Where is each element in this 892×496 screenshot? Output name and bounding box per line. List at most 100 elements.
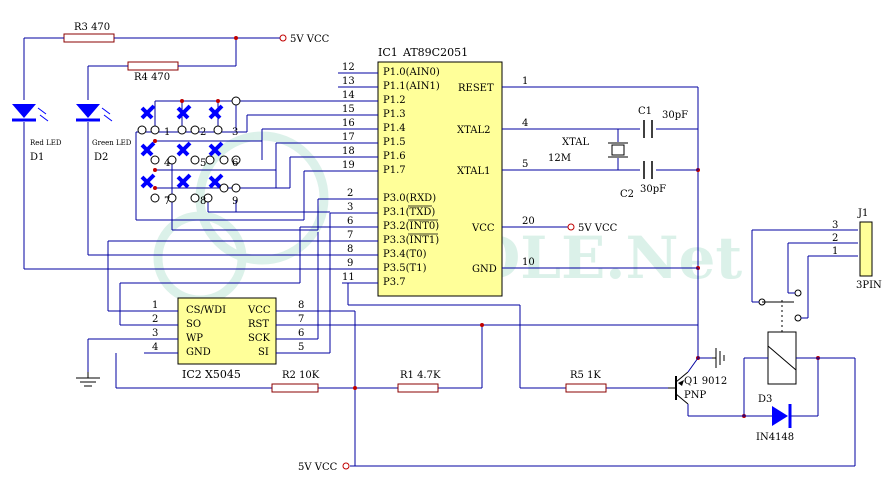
ic1-pin-number: 6 (347, 216, 353, 227)
ic2-wiring (87, 170, 699, 467)
vcc-terminal-ic1 (567, 223, 575, 231)
r1-resistor (397, 383, 439, 393)
r5-label: R5 1K (570, 370, 601, 381)
ic1-pin-number: 7 (347, 230, 353, 241)
j1-part: 3PIN (856, 280, 882, 291)
oscillator: C1 30pF C2 30pF XTAL 12M (540, 86, 699, 200)
ic1-part: AT89C2051 (402, 46, 468, 59)
r4-resistor (127, 61, 179, 71)
key-label: 6 (232, 158, 238, 169)
ic1-pin-number: 3 (347, 202, 353, 213)
ic2-pin-name: GND (186, 347, 211, 358)
c1-value: 30pF (662, 110, 688, 121)
ic1-pin-name: P1.3 (383, 109, 406, 120)
r2-label: R2 10K (282, 370, 320, 381)
ic2-pin-name: RST (248, 319, 269, 330)
ic1-pin-name: P3.0(RXD) (383, 193, 436, 204)
ic1-pin-name: P1.7 (383, 165, 406, 176)
r5-resistor (565, 383, 607, 393)
key-7[interactable]: 7 (140, 173, 177, 207)
ic1-pin-name: P3.4(T0) (383, 249, 427, 260)
d3-part: IN4148 (756, 432, 794, 443)
key-6[interactable]: 6 (208, 141, 241, 169)
key-2[interactable]: 2 (176, 104, 206, 138)
j1-pin-number: 1 (832, 246, 838, 257)
keypad: 1 2 3 4 5 6 7 8 9 (135, 96, 342, 231)
xtal-body (611, 144, 625, 156)
ic1-pin-name: RESET (458, 83, 494, 94)
r3-label: R3 470 (74, 22, 110, 33)
ic1-pin-number: 9 (347, 258, 353, 269)
vcc-terminal-bottom (342, 462, 350, 470)
ic1-pin-name: P3.3(INT1) (383, 235, 439, 246)
ic1-pin-name: XTAL2 (457, 125, 490, 136)
ic1-pin-name: P1.6 (383, 151, 406, 162)
ic1-pin-name: P1.4 (383, 123, 406, 134)
junction (234, 36, 238, 40)
ic1-pin-name: P3.7 (383, 277, 406, 288)
ic1-pin-number: 16 (342, 118, 355, 129)
ic1-pin-number: 12 (342, 62, 355, 73)
d2-label: D2 (94, 152, 108, 163)
key-label: 2 (200, 127, 206, 138)
led-section: 5V VCC R3 470 R4 470 Red LED D1 (12, 22, 342, 270)
d1-text: Red LED (30, 139, 62, 147)
ic2-pin-name: SO (186, 319, 201, 330)
q1-transistor: Q1 9012 PNP (668, 371, 727, 405)
key-label: 1 (164, 127, 170, 138)
ic1-pin-number: 14 (342, 90, 355, 101)
d1-led (12, 104, 36, 118)
ic2-pin-number: 7 (298, 314, 304, 325)
d2-led (76, 104, 100, 118)
j1-pin-number: 2 (832, 233, 838, 244)
q1-label: Q1 9012 (684, 376, 727, 387)
key-label: 4 (164, 158, 170, 169)
ic1-pin-name: P3.1(TXD) (383, 207, 435, 218)
key-label: 8 (200, 196, 206, 207)
ground-symbol (76, 372, 100, 387)
watermark-text: DLE.Net (470, 224, 742, 292)
keypad-keys: 1 2 3 4 5 6 7 8 9 (137, 96, 241, 207)
r1-label: R1 4.7K (400, 370, 441, 381)
c2-label: C2 (620, 189, 634, 200)
xtal-value: 12M (548, 153, 571, 164)
key-8[interactable]: 8 (176, 173, 213, 207)
ic1-pin-number: 15 (342, 104, 355, 115)
ic1-pin-number: 8 (347, 244, 353, 255)
ic1-pin-name: P1.0(AIN0) (383, 67, 440, 78)
ic1: IC1 AT89C2051 P1.0(AIN0) P1.1(AIN1) P1.2… (342, 46, 535, 297)
ic1-pin-name: P1.1(AIN1) (383, 81, 440, 92)
ic1-pin-name: XTAL1 (457, 166, 490, 177)
key-1[interactable]: 1 (137, 104, 170, 138)
vcc-label-top: 5V VCC (290, 34, 330, 45)
ic2-part: X5045 (205, 368, 241, 381)
ic1-pin-number: 13 (342, 76, 355, 87)
ic2-pin-number: 3 (152, 328, 158, 339)
ic2-ref: IC2 (182, 368, 202, 381)
ic1-pin-number: 19 (342, 160, 355, 171)
ic1-pin-name: VCC (471, 223, 495, 234)
ic1-pin-name: P1.2 (383, 95, 406, 106)
ic1-pin-stubs (338, 72, 540, 284)
ic1-pin-number: 17 (342, 132, 355, 143)
key-label: 9 (232, 196, 238, 207)
xtal-label: XTAL (562, 137, 589, 148)
d1-label: D1 (30, 152, 44, 163)
key-4[interactable]: 4 (140, 141, 177, 169)
key-9[interactable]: 9 (208, 173, 241, 207)
key-3[interactable]: 3 (208, 96, 241, 138)
ic2-pin-number: 1 (152, 300, 158, 311)
ic1-pin-name: P1.5 (383, 137, 406, 148)
ic2-pin-number: 8 (298, 300, 304, 311)
ic2-pin-number: 4 (152, 342, 158, 353)
c2-value: 30pF (640, 184, 666, 195)
ic1-body (377, 61, 503, 297)
ic1-pin-number: 5 (522, 159, 528, 170)
j1-pin-number: 3 (832, 220, 838, 231)
vcc-label-bottom: 5V VCC (298, 462, 338, 473)
ic1-pin-number: 4 (522, 118, 528, 129)
key-5[interactable]: 5 (176, 141, 215, 169)
d3-diode: D3 IN4148 (756, 394, 794, 443)
ic2-pin-name: SCK (248, 333, 271, 344)
